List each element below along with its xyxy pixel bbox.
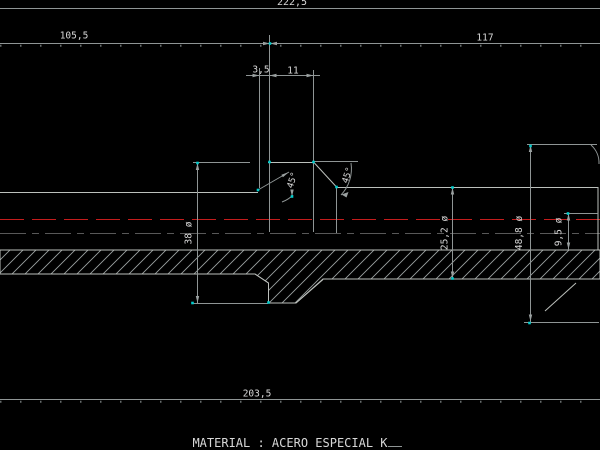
grip-flange-dim-top[interactable] (529, 144, 532, 148)
grip-collar-dim-top[interactable] (196, 161, 199, 165)
material-note: MATERIAL : ACERO ESPECIAL K (192, 436, 388, 450)
dim-angle-left: 45° (286, 171, 301, 190)
part-geometry (0, 161, 599, 304)
grip-collar-ext-bottom[interactable] (191, 301, 194, 305)
grip-section-collar-corner[interactable] (267, 301, 270, 304)
arrow-collar-dia-bottom (195, 296, 200, 303)
dim-left-span: 105,5 (60, 31, 89, 42)
dim-body-length: 203,5 (243, 389, 272, 400)
grip-span-junction[interactable] (268, 42, 272, 45)
dimension-texts: 222,5 105,5 117 3,5 11 203,5 38 ø 25,2 ø… (60, 0, 565, 400)
arrow-angle-right (341, 192, 349, 198)
arc-angle-right (340, 162, 352, 196)
selection-grips (191, 42, 570, 325)
shaft-section-polygon (0, 249, 600, 304)
grip-bore-ext-top[interactable] (566, 212, 570, 215)
arrow-angle-left (290, 189, 294, 197)
arrow-leader-left (281, 172, 289, 178)
dim-bore-diameter: 9,5 ø (554, 217, 565, 246)
section-hatch-region (0, 249, 600, 312)
grip-chamfer-end[interactable] (335, 185, 338, 189)
grip-chamfer-vertex[interactable] (256, 188, 260, 192)
dim-collar-diameter: 38 ø (184, 221, 195, 244)
collar-right-chamfer (313, 161, 337, 188)
grip-collar-top-left[interactable] (268, 160, 271, 164)
dim-shaft-diameter: 25,2 ø (440, 216, 451, 251)
arrow-collar-dim-right (306, 73, 314, 78)
arrow-flange-dia-bottom (528, 314, 533, 322)
arrow-shaft-dia-top (450, 187, 455, 195)
arrow-span-left (263, 41, 270, 46)
dim-collar-width: 11 (287, 66, 299, 77)
section-left-chamfer (254, 273, 269, 284)
grip-collar-top-right[interactable] (312, 160, 315, 164)
grip-angle-arrow[interactable] (290, 195, 294, 198)
arc-angle-left (281, 194, 294, 203)
arrow-chamfer-dim (252, 73, 260, 78)
dim-right-span: 117 (476, 33, 493, 44)
dim-overall-length: 222,5 (277, 0, 307, 8)
grip-flange-ext-bottom[interactable] (528, 321, 531, 325)
dim-chamfer-width: 3,5 (252, 65, 269, 76)
arrow-bore-dia-top (566, 213, 571, 221)
arc-flange-chamfer (590, 144, 600, 165)
title-block: MATERIAL : ACERO ESPECIAL K (192, 436, 402, 450)
arrowheads (195, 41, 571, 322)
arrow-shaft-dia-bottom (450, 271, 455, 279)
grip-shaft-dim-top[interactable] (451, 186, 454, 189)
dim-angle-right: 45° (341, 166, 356, 185)
section-collar-right-chamfer (295, 279, 324, 304)
arrow-collar-dia-top (195, 163, 200, 170)
centerlines (0, 219, 600, 234)
arrow-bore-dia-bottom (566, 242, 571, 250)
arrow-flange-dia-top (528, 145, 533, 152)
arrow-span-right (270, 41, 277, 46)
arrow-collar-dim-left (269, 73, 277, 78)
grip-shaft-dim-bottom[interactable] (451, 277, 454, 280)
flange-section-hatch-line (544, 282, 577, 312)
dim-flange-diameter: 48,8 ø (514, 216, 525, 251)
